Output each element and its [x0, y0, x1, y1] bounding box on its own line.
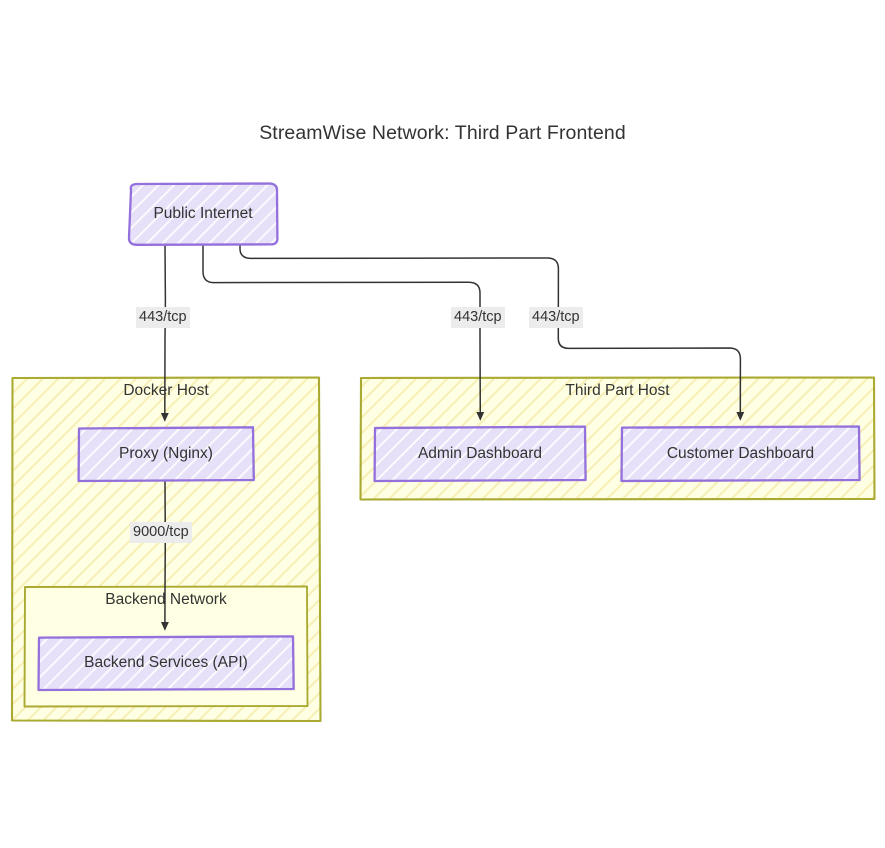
page-title: StreamWise Network: Third Part Frontend [259, 122, 626, 144]
node-proxy-nginx[interactable] [77, 426, 255, 483]
node-public-internet[interactable] [127, 182, 279, 246]
edge-label-proxy-to-backend: 9000/tcp [130, 522, 192, 543]
node-label-customer-dashboard[interactable]: Customer Dashboard [666, 444, 815, 462]
node-admin-dashboard[interactable] [373, 425, 587, 483]
cluster-label-third-part-host: Third Part Host [565, 382, 670, 399]
cluster-label-backend-network: Backend Network [105, 591, 227, 608]
edge-label-internet-to-customer: 443/tcp [529, 307, 583, 328]
node-backend-services-api[interactable] [37, 635, 295, 692]
edge-internet-to-admin [202, 245, 485, 421]
edge-label-internet-to-admin: 443/tcp [451, 307, 505, 328]
node-label-proxy-nginx[interactable]: Proxy (Nginx) [119, 445, 213, 462]
cluster-label-docker-host: Docker Host [123, 382, 209, 399]
node-label-public-internet[interactable]: Public Internet [153, 205, 253, 222]
edge-label-internet-to-proxy: 443/tcp [136, 307, 190, 328]
node-label-admin-dashboard[interactable]: Admin Dashboard [417, 444, 543, 462]
edge-internet-to-customer [239, 245, 745, 421]
node-label-backend-services-api[interactable]: Backend Services (API) [84, 654, 248, 671]
node-customer-dashboard[interactable] [620, 425, 861, 483]
